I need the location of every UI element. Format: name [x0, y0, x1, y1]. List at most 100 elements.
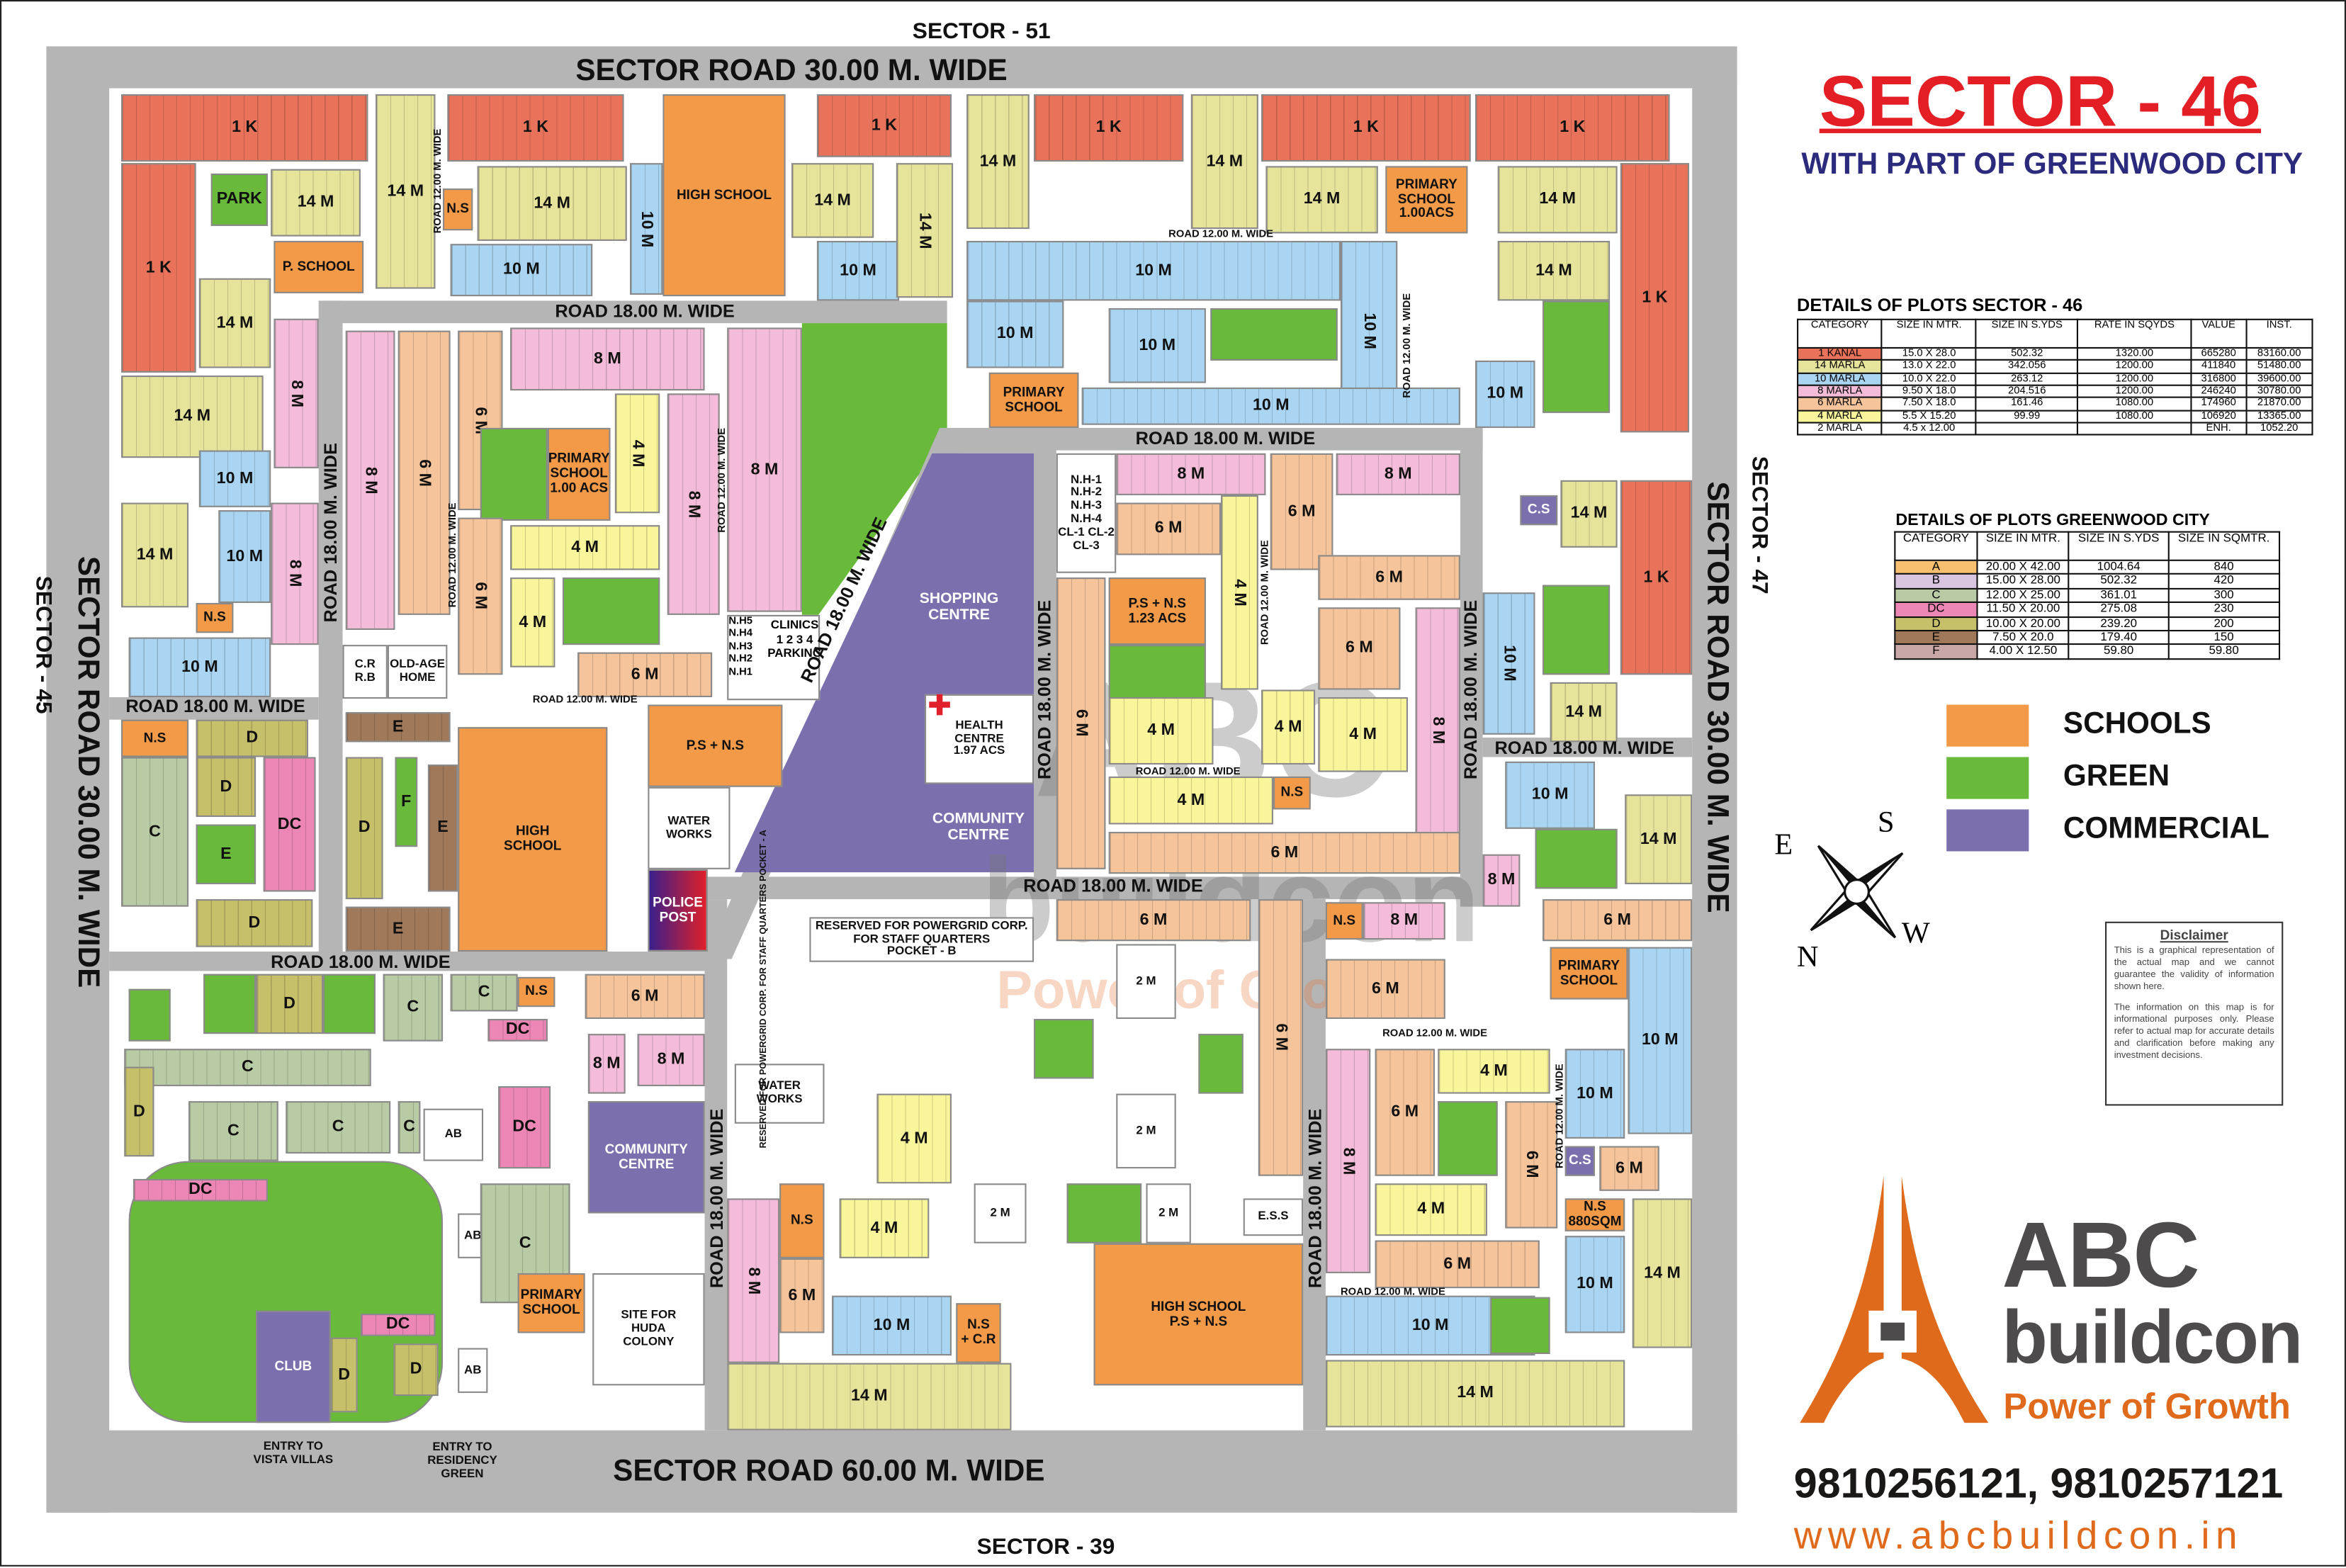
plot-zone-k1[interactable]: 1 K [1261, 94, 1471, 162]
plot-zone-white[interactable]: N.H-1 N.H-2 N.H-3 N.H-4 CL-1 CL-2 CL-3 [1056, 453, 1117, 573]
plot-zone-school[interactable]: N.S [121, 719, 189, 757]
plot-zone-school[interactable]: HIGH SCHOOL [458, 727, 608, 952]
plot-zone-gD[interactable]: D [196, 899, 313, 947]
plot-zone-comm[interactable]: C.S [1564, 1146, 1595, 1176]
plot-zone-school[interactable]: PRIMARY SCHOOL [517, 1273, 585, 1333]
plot-zone-green[interactable] [562, 577, 660, 645]
plot-zone-green[interactable] [128, 988, 171, 1042]
website-link[interactable]: www.abcbuildcon.in [1793, 1512, 2244, 1558]
plot-zone-m6[interactable]: 6 M [1543, 899, 1693, 942]
plot-zone-m10[interactable]: 10 M [1108, 308, 1206, 383]
plot-zone-m10[interactable]: 10 M [1081, 387, 1460, 425]
plot-zone-m8[interactable]: 8 M [1325, 1049, 1371, 1273]
plot-zone-m10[interactable]: 10 M [832, 1295, 952, 1356]
plot-zone-green[interactable] [1198, 1034, 1244, 1094]
plot-zone-white[interactable]: OLD-AGE HOME [387, 645, 448, 699]
plot-zone-m14[interactable]: 14 M [791, 163, 874, 238]
plot-zone-m14[interactable]: 14 M [1190, 94, 1258, 230]
plot-zone-m4[interactable]: 4 M [510, 577, 556, 667]
plot-zone-m10[interactable]: 10 M [1505, 761, 1595, 829]
plot-zone-m4[interactable]: 4 M [1318, 697, 1409, 772]
plot-zone-m10[interactable]: 10 M [966, 240, 1341, 301]
plot-zone-green[interactable] [1066, 1183, 1142, 1243]
plot-zone-school[interactable]: N.S [443, 188, 473, 231]
plot-zone-white[interactable]: SITE FOR HUDA COLONY [592, 1273, 705, 1386]
plot-zone-white[interactable]: C.R R.B [342, 645, 388, 699]
plot-zone-school[interactable]: PRIMARY SCHOOL 1.00 ACS [547, 427, 611, 521]
plot-zone-m6[interactable]: 6 M [1325, 959, 1445, 1019]
plot-zone-m10[interactable]: 10 M [450, 244, 593, 297]
plot-zone-m14[interactable]: 14 M [271, 169, 361, 237]
plot-zone-m14[interactable]: 14 M [198, 278, 271, 368]
plot-zone-white[interactable]: HEALTH CENTRE 1.97 ACS [924, 694, 1034, 784]
plot-zone-m10[interactable]: 10 M [198, 450, 271, 507]
plot-zone-school[interactable]: N.S [1325, 902, 1363, 940]
plot-zone-m6[interactable]: 6 M [779, 1258, 825, 1333]
plot-zone-school[interactable]: N.S [196, 602, 234, 633]
plot-zone-m8[interactable]: 8 M [637, 1034, 705, 1087]
plot-zone-m6[interactable]: 6 M [585, 974, 705, 1019]
plot-zone-m4[interactable]: 4 M [876, 1093, 952, 1184]
plot-zone-k1[interactable]: 1 K [1034, 94, 1184, 162]
plot-zone-m8[interactable]: 8 M [273, 318, 319, 468]
plot-zone-gD[interactable]: D [393, 1343, 439, 1397]
plot-zone-white[interactable]: 2 M [1146, 1183, 1191, 1243]
plot-zone-school[interactable]: N.S [517, 976, 556, 1008]
plot-zone-m6[interactable]: 6 M [1318, 555, 1460, 600]
plot-zone-white[interactable]: AB [423, 1108, 484, 1161]
plot-zone-green[interactable] [1543, 300, 1611, 413]
plot-zone-m4[interactable]: 4 M [1375, 1183, 1487, 1236]
plot-zone-school[interactable]: PRIMARY SCHOOL [1550, 947, 1628, 1000]
plot-zone-m10[interactable]: 10 M [1475, 360, 1535, 428]
plot-zone-white[interactable]: AB [458, 1348, 488, 1393]
plot-zone-green[interactable] [1543, 585, 1611, 675]
plot-zone-gC[interactable]: C [188, 1101, 278, 1161]
plot-zone-m6[interactable]: 6 M [458, 517, 503, 675]
plot-zone-school[interactable]: P.S + N.S 1.23 ACS [1108, 577, 1206, 645]
plot-zone-gE[interactable]: E [427, 765, 458, 892]
plot-zone-k1[interactable]: 1 K [1475, 94, 1670, 162]
plot-zone-m6[interactable]: 6 M [397, 330, 451, 615]
plot-zone-green[interactable] [203, 974, 256, 1034]
plot-zone-m4[interactable]: 4 M [1108, 776, 1273, 825]
plot-zone-gC[interactable]: C [124, 1049, 371, 1087]
plot-zone-gE[interactable]: E [345, 712, 451, 743]
plot-zone-m8[interactable]: 8 M [1415, 607, 1460, 854]
plot-zone-m14[interactable]: 14 M [477, 166, 627, 241]
plot-zone-school[interactable]: HIGH SCHOOL [662, 94, 786, 297]
plot-zone-m8[interactable]: 8 M [667, 393, 720, 615]
plot-zone-m14[interactable]: 14 M [121, 376, 264, 458]
plot-zone-k1[interactable]: 1 K [1620, 163, 1689, 433]
plot-zone-m6[interactable]: 6 M [1375, 1049, 1436, 1176]
plot-zone-gE[interactable]: E [345, 906, 451, 952]
plot-zone-school[interactable]: N.S 880SQM [1564, 1198, 1625, 1231]
plot-zone-k1[interactable]: 1 K [121, 163, 196, 373]
plot-zone-green[interactable] [480, 427, 548, 521]
plot-zone-m10[interactable]: 10 M [1564, 1049, 1625, 1139]
plot-zone-green[interactable] [1108, 645, 1206, 705]
plot-zone-green[interactable] [1034, 1018, 1094, 1079]
plot-zone-k1[interactable]: 1 K [447, 94, 624, 162]
plot-zone-m14[interactable]: 14 M [896, 163, 954, 298]
plot-zone-school[interactable]: PRIMARY SCHOOL 1.00ACS [1385, 166, 1468, 234]
plot-zone-m8[interactable]: 8 M [271, 502, 319, 645]
plot-zone-m14[interactable]: 14 M [1560, 480, 1618, 548]
plot-zone-m6[interactable]: 6 M [1375, 1240, 1540, 1289]
plot-zone-green[interactable] [1490, 1297, 1550, 1354]
plot-zone-school[interactable]: HIGH SCHOOL P.S + N.S [1093, 1243, 1304, 1386]
plot-zone-k1[interactable]: 1 K [816, 94, 952, 157]
plot-zone-m14[interactable]: 14 M [1625, 794, 1693, 884]
plot-zone-m6[interactable]: 6 M [1505, 1101, 1558, 1229]
plot-zone-m8[interactable]: 8 M [345, 330, 395, 630]
plot-zone-m10[interactable]: 10 M [1628, 947, 1693, 1134]
plot-zone-gD[interactable]: D [345, 757, 383, 900]
plot-zone-m8[interactable]: 8 M [510, 327, 705, 391]
plot-zone-m10[interactable]: 10 M [128, 637, 271, 698]
plot-zone-m10[interactable]: 10 M [218, 510, 271, 603]
plot-zone-m14[interactable]: 14 M [1632, 1198, 1693, 1348]
plot-zone-k1[interactable]: 1 K [121, 94, 368, 162]
plot-zone-gC[interactable]: C [397, 1101, 421, 1154]
plot-zone-comm[interactable]: COMMUNITY CENTRE [587, 1101, 705, 1214]
plot-zone-m14[interactable]: 14 M [966, 94, 1030, 230]
